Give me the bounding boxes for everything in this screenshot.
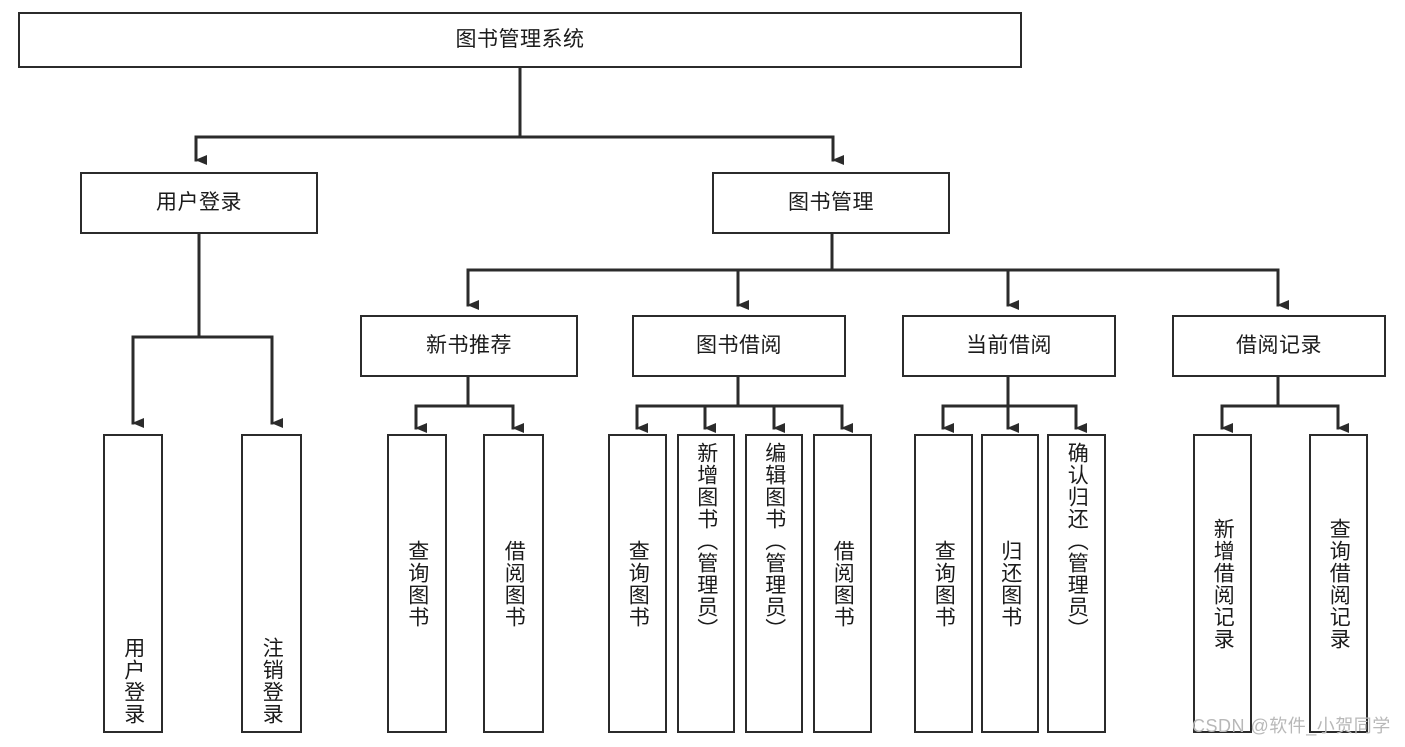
leaf-book-borrow-add[interactable]: 新增图书（管理员） [677,434,735,733]
node-label: 归还图书 [998,539,1022,628]
edge-bookmgmt-to-level2 [466,232,1289,310]
node-label: 图书借阅 [696,334,782,358]
node-book-borrow[interactable]: 图书借阅 [632,315,846,377]
leaf-user-login-logout[interactable]: 注销登录 [241,434,302,733]
node-label: 图书管理系统 [455,28,585,52]
node-new-book-recommend[interactable]: 新书推荐 [360,315,578,377]
leaf-new-book-query[interactable]: 查询图书 [387,434,447,733]
node-label: 查询借阅记录 [1327,517,1351,650]
edge-userlogin-to-leaves [131,232,283,428]
leaf-book-borrow-borrow[interactable]: 借阅图书 [813,434,872,733]
edge-root-to-level1 [194,66,844,165]
leaf-book-borrow-query[interactable]: 查询图书 [608,434,667,733]
node-label: 借阅图书 [831,539,855,628]
edge-bookborrow-to-leaves [635,375,853,433]
node-label: 新增图书（管理员） [694,442,718,640]
leaf-borrow-record-query[interactable]: 查询借阅记录 [1309,434,1368,733]
leaf-new-book-borrow[interactable]: 借阅图书 [483,434,544,733]
node-current-borrow[interactable]: 当前借阅 [902,315,1116,377]
node-label: 用户登录 [121,637,145,725]
node-root-library-system[interactable]: 图书管理系统 [18,12,1022,68]
leaf-current-borrow-query[interactable]: 查询图书 [914,434,973,733]
edge-currentborrow-to-leaves [941,375,1087,433]
node-label: 借阅图书 [502,539,526,628]
node-label: 借阅记录 [1236,334,1322,358]
edge-newbook-to-leaves [414,375,524,433]
node-label: 编辑图书（管理员） [762,442,786,640]
leaf-current-borrow-return[interactable]: 归还图书 [981,434,1039,733]
node-label: 确认归还（管理员） [1065,442,1089,640]
node-label: 当前借阅 [966,334,1052,358]
node-label: 查询图书 [932,539,956,628]
node-label: 注销登录 [260,637,284,725]
leaf-borrow-record-add[interactable]: 新增借阅记录 [1193,434,1252,733]
node-label: 新书推荐 [426,334,512,358]
edge-borrowrecord-to-leaves [1220,375,1349,433]
leaf-user-login-login[interactable]: 用户登录 [103,434,163,733]
node-label: 用户登录 [156,191,242,215]
watermark-text: CSDN @软件_小贺同学 [1192,716,1391,736]
node-label: 查询图书 [405,539,429,628]
leaf-current-borrow-confirm-return[interactable]: 确认归还（管理员） [1047,434,1106,733]
node-label: 新增借阅记录 [1211,517,1235,650]
leaf-book-borrow-edit[interactable]: 编辑图书（管理员） [745,434,803,733]
node-label: 图书管理 [788,191,874,215]
node-user-login[interactable]: 用户登录 [80,172,318,234]
node-book-management[interactable]: 图书管理 [712,172,950,234]
node-borrow-record[interactable]: 借阅记录 [1172,315,1386,377]
node-label: 查询图书 [626,539,650,628]
